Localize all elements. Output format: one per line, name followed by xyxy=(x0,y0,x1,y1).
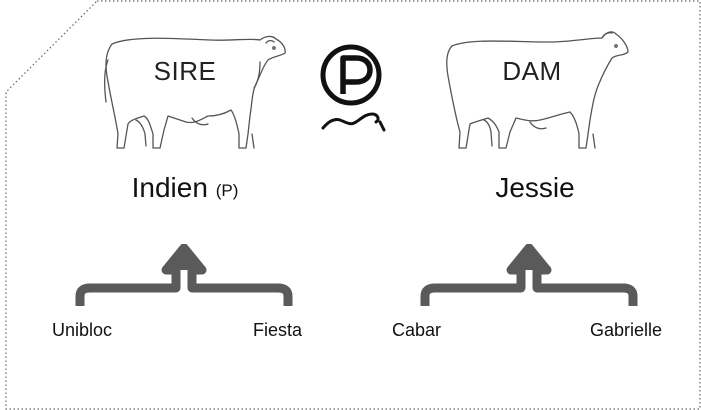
sire-name: Indien (P) xyxy=(100,172,270,204)
sire-parent-left: Unibloc xyxy=(52,320,113,340)
sire-parents-bracket xyxy=(75,244,293,306)
dam-label: DAM xyxy=(502,56,562,86)
dam-cow-illustration xyxy=(446,31,629,149)
dam-parents-bracket xyxy=(420,244,638,306)
sire-name-text: Indien xyxy=(131,172,208,203)
sire-cow-illustration xyxy=(104,35,286,149)
sire-label: SIRE xyxy=(153,56,217,86)
sire-parent-right: Fiesta xyxy=(253,320,303,340)
dam-parent-right: Gabrielle xyxy=(590,320,663,340)
p-lasso-logo-icon xyxy=(320,44,386,132)
sire-name-suffix: (P) xyxy=(215,181,239,200)
dam-parent-left: Cabar xyxy=(392,320,442,340)
dam-name: Jessie xyxy=(495,172,575,203)
